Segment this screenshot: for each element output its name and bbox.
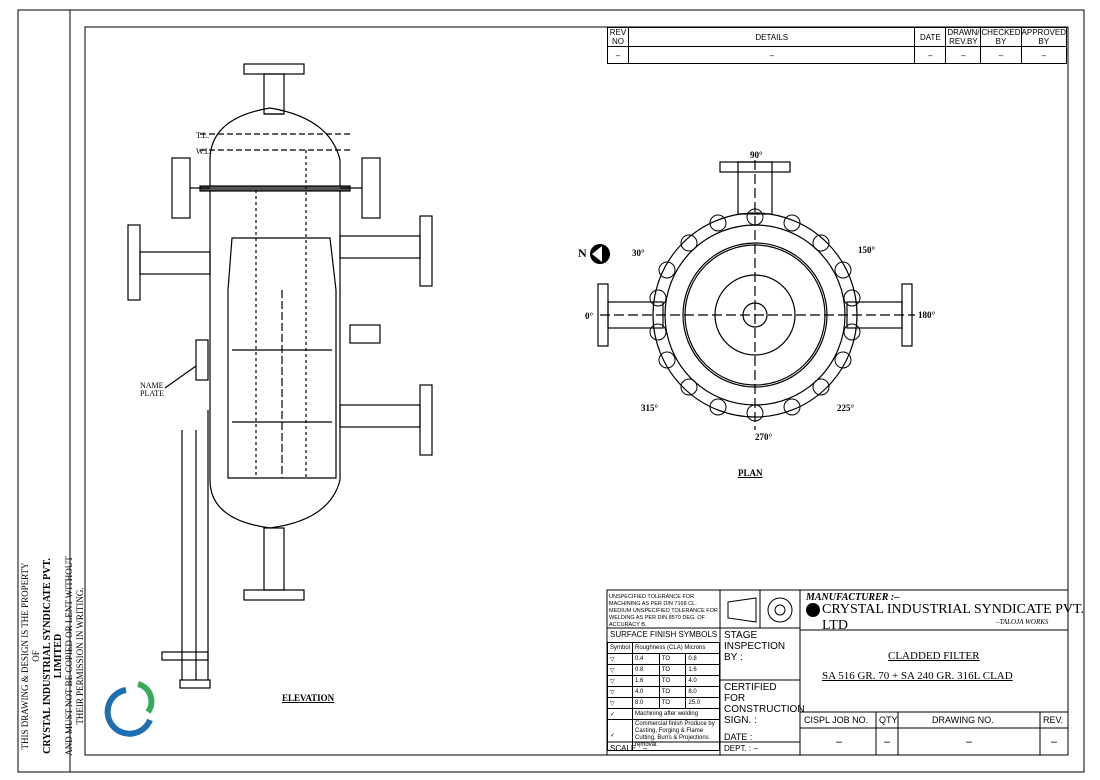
rev-header: REV. [1043,715,1064,725]
rev-value: – [1051,736,1058,748]
elevation-view [127,63,433,689]
finish-from: 0.8 [632,664,660,676]
surface-finish-title: SURFACE FINISH SYMBOLS [610,630,718,639]
details-value: – [627,46,916,64]
property-notice-line4: THEIR PERMISSION IN WRITING. [75,587,85,725]
drawing-title: CLADDED FILTER [888,650,980,662]
wl-label: W.L. [196,147,212,156]
angle-150: 150° [858,245,876,255]
finish-roughness-header: Roughness (CLA) Microns [632,642,720,654]
company-name: CRYSTAL INDUSTRIAL SYNDICATE PVT. LTD [822,602,1085,633]
details-header: DETAILS [627,27,916,47]
finish-to-label: TO [658,653,687,665]
finish-symbol-icon: ▽ [606,653,634,665]
property-notice-line1: THIS DRAWING & DESIGN IS THE PROPERTY OF [20,562,41,750]
approved-header: APPROVED BY [1020,27,1068,47]
company-logo [104,681,155,737]
certified-label: CERTIFIED FOR CONSTRUCTION SIGN. : [724,682,805,726]
angle-315: 315° [641,403,659,413]
property-notice: THIS DRAWING & DESIGN IS THE PROPERTY OF… [20,556,86,756]
finish-to-label: TO [658,697,687,709]
date-value: – [914,46,947,64]
rev-no-header: REV NO [607,27,629,47]
job-no-value: – [836,736,843,748]
manufacturer-label: MANUFACTURER :– [806,592,900,603]
finish-symbol-icon: ▽ [606,697,634,709]
dept-label: DEPT. : – [724,744,758,753]
north-arrow [590,244,610,264]
finish-row: ▽ 8.0 TO 25.0 [606,697,720,709]
angle-90: 90° [750,150,763,160]
finish-symbol-icon: ▽ [606,664,634,676]
finish-to: 4.0 [685,675,720,687]
qty-header: QTY [879,715,898,725]
surface-finish-table: Symbol Roughness (CLA) Microns ▽ 0.4 TO … [606,642,720,751]
finish-row: ▽ 0.8 TO 1.6 [606,664,720,676]
material-spec: SA 516 GR. 70 + SA 240 GR. 316L CLAD [822,670,1013,682]
drawing-no-value: – [966,736,973,748]
finish-row: ▽ 1.6 TO 4.0 [606,675,720,687]
plan-label: PLAN [738,468,763,478]
check-icon: ✓ [606,708,634,720]
property-notice-line3: AND MUST NOT BE COPIED OR LENT WITHOUT [64,556,74,756]
finish-from: 0.4 [632,653,660,665]
drawn-value: – [945,46,982,64]
company-mark-icon [806,603,820,617]
finish-to-label: TO [658,686,687,698]
finish-symbol-icon: ▽ [606,686,634,698]
rev-no-value: – [607,46,629,64]
angle-0: 0° [585,311,594,321]
works-label: –TALOJA WORKS [996,618,1049,626]
angle-270: 270° [755,432,773,442]
finish-from: 8.0 [632,697,660,709]
revision-table: REV NO DETAILS DATE DRAWN/ REV.BY CHECKE… [607,27,1068,64]
qty-value: – [884,736,891,748]
finish-from: 1.6 [632,675,660,687]
checked-header: CHECKED BY [980,27,1022,47]
date-label: DATE : [724,732,753,742]
finish-row: ▽ 0.4 TO 0.8 [606,653,720,665]
angle-30: 30° [632,248,645,258]
finish-to: 1.6 [685,664,720,676]
plan-view [597,160,915,430]
elevation-label: ELEVATION [282,693,335,703]
checked-value: – [980,46,1022,64]
machining-note: Machining after welding [632,708,720,720]
date-header: DATE [914,27,947,47]
drawn-header: DRAWN/ REV.BY [945,27,982,47]
north-label: N [578,246,587,260]
finish-to-label: TO [658,675,687,687]
tl-label: T.L. [196,131,210,140]
finish-to: 8.0 [685,686,720,698]
approved-value: – [1020,46,1068,64]
finish-symbol-icon: ▽ [606,675,634,687]
angle-225: 225° [837,403,855,413]
finish-row: ▽ 4.0 TO 8.0 [606,686,720,698]
name-plate-label: NAME PLATE [140,381,164,398]
finish-to: 25.0 [685,697,720,709]
job-no-header: CISPL JOB NO. [804,715,869,725]
scale-label: SCALE : – [610,744,648,753]
finish-to: 0.8 [685,653,720,665]
drawing-no-header: DRAWING NO. [932,715,994,725]
stage-inspection-label: STAGE INSPECTION BY : [724,630,786,663]
tolerance-note: UNSPECIFIED TOLERANCE FOR MACHINING AS P… [609,594,718,628]
plan-bolt-circle [649,208,861,422]
commercial-note: Commercial finish Produce by Casting, Fo… [632,719,720,751]
angle-180: 180° [918,310,936,320]
check-icon: ✓ [606,719,634,751]
property-notice-company: CRYSTAL INDUSTRIAL SYNDICATE PVT. LIMITE… [42,558,64,754]
finish-symbol-header: Symbol [606,642,634,654]
finish-to-label: TO [658,664,687,676]
finish-from: 4.0 [632,686,660,698]
